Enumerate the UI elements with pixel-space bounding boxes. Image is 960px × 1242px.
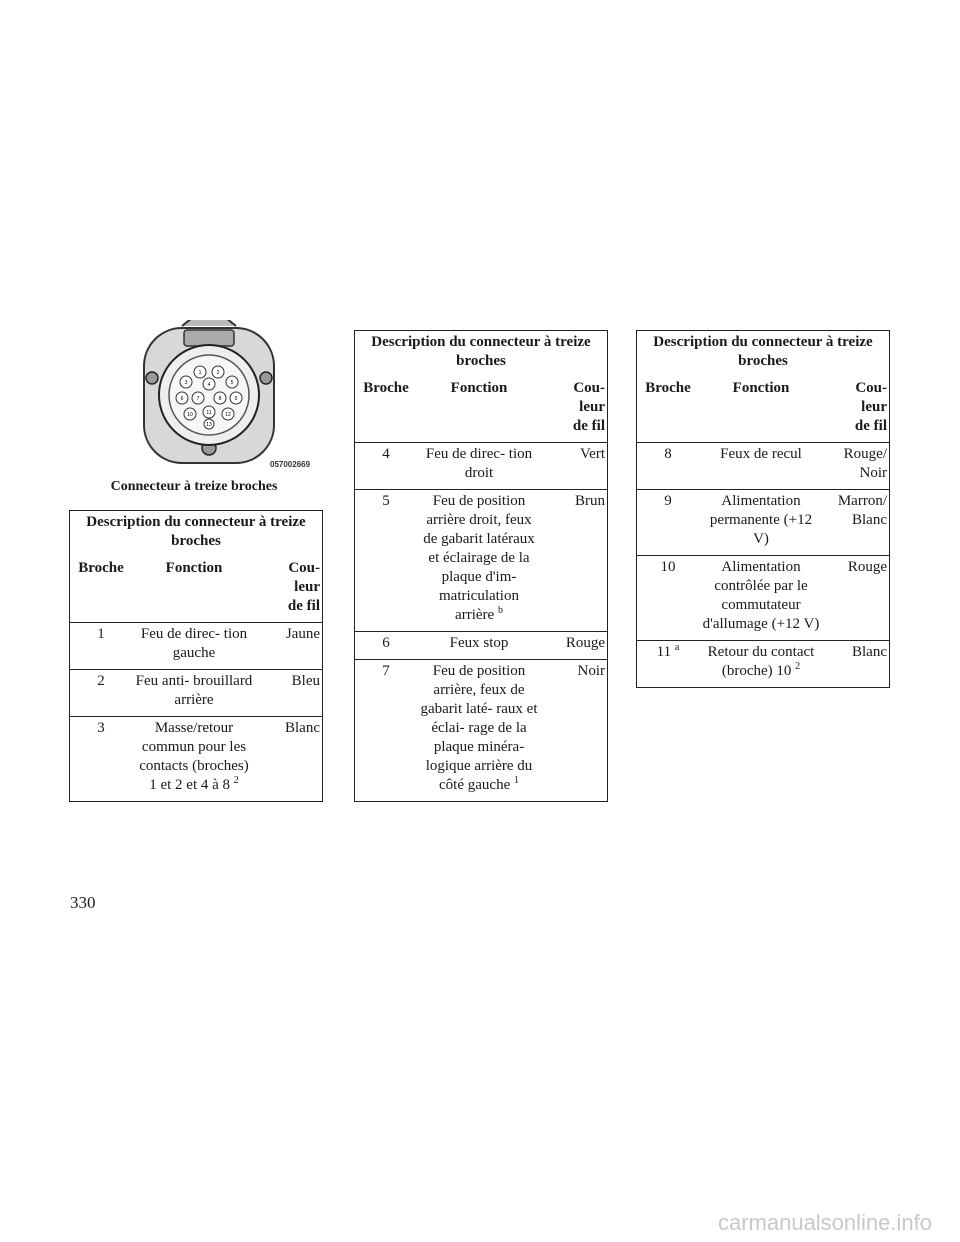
pin-label: 3 — [185, 380, 188, 386]
header-pin: Broche — [354, 377, 417, 443]
table-row: 9 Alimentation permanente (+12 V) Marron… — [636, 489, 890, 556]
table-row: 11 a Retour du contact (broche) 10 2 Bla… — [636, 640, 890, 688]
pin-label: 13 — [206, 422, 212, 428]
pin-label: 5 — [231, 380, 234, 386]
table-row: 7 Feu de position arrière, feux de gabar… — [354, 659, 608, 802]
pin-label: 6 — [181, 396, 184, 402]
pin-label: 2 — [217, 370, 220, 376]
pin-label: 4 — [208, 382, 211, 388]
pin-label: 7 — [197, 396, 200, 402]
pin-label: 12 — [225, 412, 231, 418]
header-function: Fonction — [699, 377, 823, 443]
table-title: Description du connecteur à treize broch… — [636, 330, 890, 377]
header-function: Fonction — [132, 557, 256, 623]
connector-table-2: Description du connecteur à treize broch… — [354, 330, 608, 802]
pin-label: 9 — [235, 396, 238, 402]
watermark: carmanualsonline.info — [717, 1210, 932, 1235]
table-row: 5 Feu de position arrière droit, feux de… — [354, 489, 608, 632]
connector-table-1: Description du connecteur à treize broch… — [69, 510, 323, 802]
table-row: 10 Alimentation contrôlée par le commuta… — [636, 555, 890, 641]
figure-caption: Connecteur à treize broches — [110, 479, 278, 494]
table-row: 3 Masse/retour commun pour les contacts … — [69, 716, 323, 802]
header-pin: Broche — [636, 377, 699, 443]
table-row: 8 Feux de recul Rouge/ Noir — [636, 442, 890, 490]
table-row: 6 Feux stop Rouge — [354, 631, 608, 660]
pin-label: 10 — [187, 412, 193, 418]
page-number: 330 — [70, 893, 96, 912]
table-row: 1 Feu de direc- tion gauche Jaune — [69, 622, 323, 670]
table-row: 4 Feu de direc- tion droit Vert — [354, 442, 608, 490]
pin-label: 1 — [199, 370, 202, 376]
table-row: 2 Feu anti- brouillard arrière Bleu — [69, 669, 323, 717]
connector-table-3: Description du connecteur à treize broch… — [636, 330, 890, 688]
pin-label: 8 — [219, 396, 222, 402]
figure-code: 057002669 — [270, 460, 311, 469]
table-title: Description du connecteur à treize broch… — [69, 510, 323, 557]
table-title: Description du connecteur à treize broch… — [354, 330, 608, 377]
header-function: Fonction — [417, 377, 541, 443]
pin-label: 11 — [206, 410, 211, 416]
header-pin: Broche — [69, 557, 132, 623]
